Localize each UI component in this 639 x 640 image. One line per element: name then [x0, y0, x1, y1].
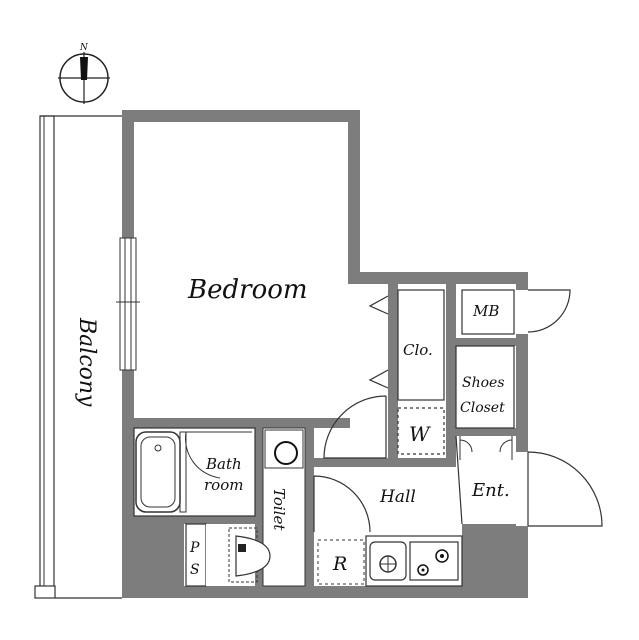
- kitchen-counter: [365, 535, 463, 587]
- hall: Hall: [313, 475, 416, 533]
- entrance-door-icon: [527, 451, 603, 527]
- compass-north-label: N: [79, 43, 89, 53]
- bedroom-window: [116, 237, 140, 371]
- shoes-closet-label-line1: Shoes: [462, 375, 505, 391]
- north-arrow-icon: [80, 57, 88, 80]
- closet-door-bottom: [368, 369, 389, 389]
- toilet: Toilet: [206, 427, 306, 587]
- bedroom-door-icon: [323, 395, 387, 459]
- meter-box-opening: [514, 290, 530, 334]
- bedroom-label: Bedroom: [187, 275, 308, 305]
- balcony-bottom-post: [34, 585, 56, 599]
- closet-door-top: [368, 295, 389, 315]
- pipe-space: P S: [185, 523, 207, 587]
- shoes-closet-label-line2: Closet: [460, 400, 505, 416]
- meter-box-label: MB: [472, 302, 499, 320]
- bedroom: Bedroom: [187, 275, 387, 459]
- refrigerator-space: R: [317, 539, 365, 585]
- balcony-rail: [39, 115, 55, 590]
- bath-label-line1: Bath: [205, 455, 242, 473]
- interior-walls: [134, 284, 516, 586]
- sink-icon: [369, 541, 407, 581]
- refrigerator-label: R: [332, 553, 347, 575]
- bathtub-icon: [135, 431, 181, 513]
- bath-label-line2: room: [204, 476, 243, 494]
- meter-box-door-icon: [527, 289, 571, 333]
- shoes-closet-door-icon: [459, 436, 513, 460]
- toilet-door-icon: [313, 475, 371, 533]
- closet: Clo.: [368, 289, 445, 401]
- shoes-closet: Shoes Closet: [455, 345, 515, 460]
- balcony: Balcony: [34, 115, 122, 599]
- washer-space: W: [397, 407, 445, 455]
- toilet-label: Toilet: [270, 488, 288, 531]
- closet-label: Clo.: [403, 341, 433, 359]
- bath-door-icon: [185, 431, 252, 479]
- stove-icon: [409, 541, 459, 581]
- entrance: Ent.: [455, 435, 603, 527]
- compass: N: [58, 43, 110, 104]
- ps-label-line2: S: [190, 562, 200, 578]
- balcony-label: Balcony: [74, 317, 99, 407]
- ps-label-line1: P: [189, 540, 200, 556]
- washer-label: W: [409, 422, 431, 446]
- bathroom: Bath room: [133, 427, 256, 517]
- hall-label: Hall: [379, 487, 416, 507]
- entrance-label: Ent.: [471, 480, 510, 501]
- meter-box: MB: [461, 289, 571, 335]
- entrance-opening: [514, 452, 530, 526]
